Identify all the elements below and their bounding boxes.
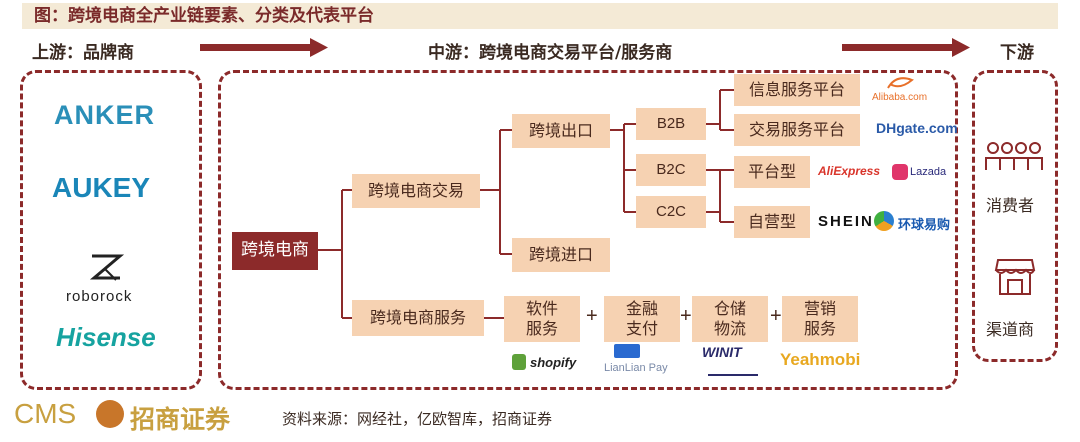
footer-brand: CMS [14, 398, 77, 429]
plus-sign: + [770, 305, 782, 327]
node-import: 跨境进口 [512, 238, 610, 272]
node-export: 跨境出口 [512, 114, 610, 148]
downstream-arrow [842, 38, 970, 57]
midstream-frame [218, 70, 958, 390]
lazada-icon [892, 164, 908, 180]
service-software: 软件 服务 [504, 296, 580, 342]
upstream-frame [20, 70, 202, 390]
service-marketing: 营销 服务 [782, 296, 858, 342]
cms-logo-icon [96, 400, 124, 428]
node-service: 跨境电商服务 [352, 300, 484, 336]
service-software-line1: 软件 [525, 299, 558, 318]
logo-yeahmobi: Yeahmobi [780, 350, 861, 369]
footer-company: 招商证券 [130, 405, 231, 434]
node-trade-platform: 交易服务平台 [734, 114, 860, 146]
brand-anker: ANKER [54, 100, 156, 130]
plus-sign: + [586, 305, 598, 327]
node-info-platform: 信息服务平台 [734, 74, 860, 106]
logo-shein: SHEIN [818, 213, 874, 230]
downstream-consumers: 消费者 [986, 196, 1035, 215]
lianlian-icon [614, 344, 640, 358]
footer-source: 资料来源：网经社，亿欧智库，招商证券 [282, 410, 553, 428]
node-c2c: C2C [636, 196, 706, 228]
service-logistics-line2: 物流 [713, 319, 746, 338]
tree-lines [318, 89, 734, 319]
node-self-run: 自营型 [734, 206, 810, 238]
logo-lazada: Lazada [910, 166, 947, 178]
node-root: 跨境电商 [232, 232, 318, 270]
downstream-frame [972, 70, 1058, 362]
service-logistics: 仓储 物流 [692, 296, 768, 342]
node-trade: 跨境电商交易 [352, 174, 480, 208]
brand-roborock: roborock [66, 288, 133, 305]
service-finance-line2: 支付 [625, 319, 658, 338]
logo-alibaba: Alibaba.com [872, 92, 928, 103]
service-marketing-line1: 营销 [803, 299, 836, 318]
midstream-label: 中游：跨境电商交易平台/服务商 [428, 43, 673, 63]
plus-sign: + [680, 305, 692, 327]
brand-aukey: AUKEY [52, 172, 151, 203]
logo-globalegrow: 环球易购 [898, 217, 951, 232]
store-icon [994, 256, 1036, 298]
logo-lianlian: LianLian Pay [604, 362, 668, 374]
service-finance-line1: 金融 [625, 299, 658, 318]
consumers-icon [984, 140, 1046, 180]
upstream-label: 上游：品牌商 [32, 43, 134, 63]
logo-shopify: shopify [530, 355, 577, 370]
node-b2b: B2B [636, 108, 706, 140]
globalegrow-icon [874, 211, 894, 231]
downstream-channels: 渠道商 [986, 320, 1035, 339]
brand-hisense: Hisense [56, 322, 156, 352]
winit-underline-icon [708, 362, 758, 376]
shopify-icon [512, 354, 526, 370]
downstream-label: 下游 [1000, 43, 1034, 63]
service-marketing-line2: 服务 [803, 319, 836, 338]
service-software-line2: 服务 [525, 319, 558, 338]
figure-title: 图：跨境电商全产业链要素、分类及代表平台 [22, 3, 1058, 29]
service-finance: 金融 支付 [604, 296, 680, 342]
upstream-arrow [200, 38, 328, 57]
logo-dhgate: DHgate.com [876, 120, 958, 136]
logo-winit: WINIT [702, 344, 742, 360]
service-logistics-line1: 仓储 [713, 299, 746, 318]
alibaba-icon [886, 74, 916, 92]
logo-aliexpress: AliExpress [818, 164, 881, 178]
roborock-icon [86, 250, 126, 284]
node-b2c: B2C [636, 154, 706, 186]
node-platform-type: 平台型 [734, 156, 810, 188]
